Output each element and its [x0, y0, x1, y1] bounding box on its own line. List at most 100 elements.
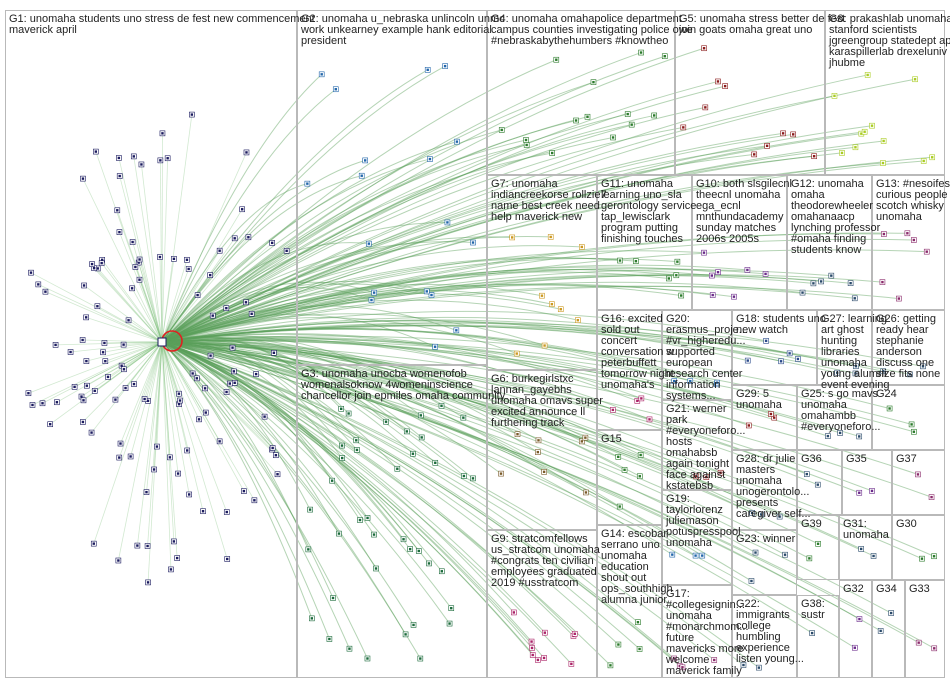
node-core — [49, 423, 51, 425]
node-core — [366, 657, 368, 659]
node-core — [448, 622, 450, 624]
group-label-g24: G24 — [876, 388, 897, 400]
node-core — [926, 250, 928, 252]
node-core — [577, 319, 579, 321]
node-core — [882, 162, 884, 164]
node-core — [94, 390, 96, 392]
group-label-g22: G22:immigrantscollegehumblingexperiencel… — [736, 598, 804, 665]
node-core — [375, 567, 377, 569]
node-core — [332, 597, 334, 599]
node-core — [412, 624, 414, 626]
node-core — [122, 343, 124, 345]
group-label-g9: G9: stratcomfellowsus_stratcom unomaha#c… — [491, 533, 601, 589]
group-label-line: alumna junior — [601, 594, 667, 606]
node-core — [116, 209, 118, 211]
node-core — [81, 339, 83, 341]
node-core — [797, 358, 799, 360]
node-core — [581, 440, 583, 442]
node-core — [863, 131, 865, 133]
group-label-line: sustr — [801, 609, 825, 621]
node-core — [241, 208, 243, 210]
node-core — [639, 475, 641, 477]
node-core — [114, 398, 116, 400]
node-core — [143, 398, 145, 400]
node-core — [747, 359, 749, 361]
node-core — [472, 477, 474, 479]
node-core — [243, 490, 245, 492]
node-core — [27, 392, 29, 394]
node-core — [871, 125, 873, 127]
node-core — [204, 387, 206, 389]
node-core — [882, 140, 884, 142]
group-label-g7: G7: unomahaindiancreekorse rollzie7name … — [491, 178, 607, 223]
edge — [45, 292, 162, 342]
group-label-g25: G25: s go mavsunomahaomahambb#everyonefo… — [801, 388, 881, 433]
node-core — [82, 399, 84, 401]
group-label-line: maverick april — [9, 24, 77, 36]
node-core — [854, 146, 856, 148]
node-core — [682, 126, 684, 128]
node-core — [179, 399, 181, 401]
node-core — [653, 114, 655, 116]
node-core — [147, 581, 149, 583]
group-box-g33 — [906, 581, 945, 678]
node-core — [434, 462, 436, 464]
node-core — [335, 88, 337, 90]
node-core — [746, 269, 748, 271]
node-core — [463, 475, 465, 477]
node-core — [898, 297, 900, 299]
node-core — [619, 259, 621, 261]
node-core — [191, 372, 193, 374]
group-label-g32: G32 — [843, 583, 864, 595]
node-core — [513, 611, 515, 613]
node-core — [817, 543, 819, 545]
node-core — [635, 260, 637, 262]
node-core — [85, 316, 87, 318]
node-core — [245, 151, 247, 153]
node-core — [419, 657, 421, 659]
node-core — [198, 418, 200, 420]
group-label-g4: G4: unomaha omahapolice departmentcampus… — [491, 13, 693, 47]
node-core — [858, 492, 860, 494]
node-core — [370, 299, 372, 301]
group-label-line: maverick family — [666, 665, 742, 677]
node-core — [420, 414, 422, 416]
group-label-g39: G39 — [801, 518, 822, 530]
node-core — [129, 455, 131, 457]
node-core — [883, 233, 885, 235]
node-core — [231, 346, 233, 348]
group-label-line: new watch — [736, 324, 788, 336]
node-core — [792, 133, 794, 135]
node-core — [640, 397, 642, 399]
node-core — [176, 557, 178, 559]
group-label-line: G30 — [896, 518, 917, 530]
node-core — [551, 152, 553, 154]
node-core — [218, 440, 220, 442]
group-label-line: G32 — [843, 583, 864, 595]
node-core — [648, 418, 650, 420]
node-core — [668, 277, 670, 279]
group-label-line: systems... — [666, 390, 716, 402]
node-core — [80, 395, 82, 397]
group-label-g12: G12: unomahaomahatheodorewheeleromahanaa… — [791, 178, 881, 256]
node-core — [44, 290, 46, 292]
node-core — [306, 182, 308, 184]
node-core — [704, 106, 706, 108]
node-core — [273, 352, 275, 354]
node-core — [753, 153, 755, 155]
node-core — [854, 647, 856, 649]
node-core — [118, 157, 120, 159]
node-core — [119, 175, 121, 177]
node-core — [31, 404, 33, 406]
group-label-line: caregiver self... — [736, 508, 811, 520]
node-core — [917, 473, 919, 475]
node-core — [161, 132, 163, 134]
node-core — [153, 468, 155, 470]
group-label-line: furthering track — [491, 417, 565, 429]
node-core — [830, 274, 832, 276]
node-core — [418, 550, 420, 552]
node-core — [782, 132, 784, 134]
node-core — [104, 360, 106, 362]
node-core — [131, 241, 133, 243]
